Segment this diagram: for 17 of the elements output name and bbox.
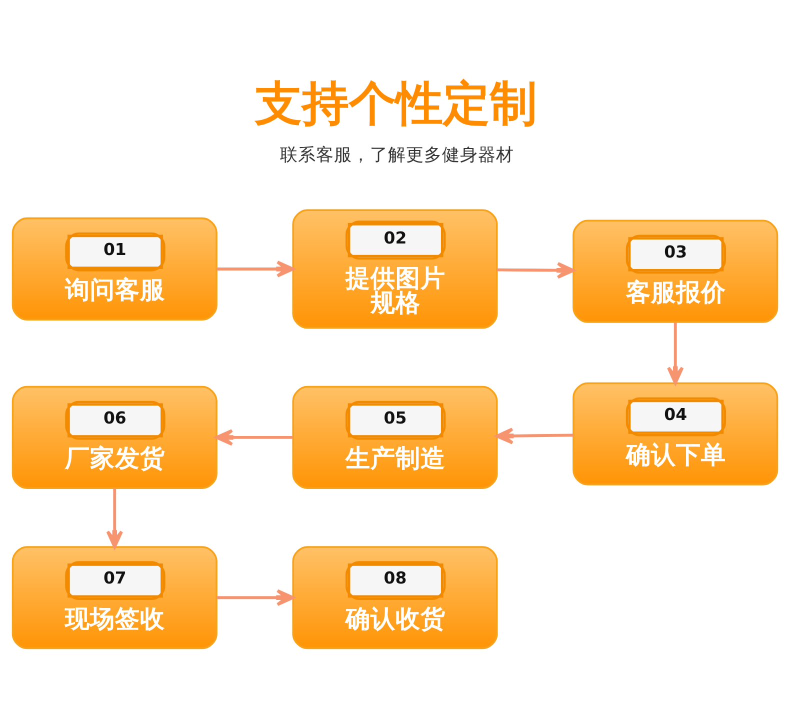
arrow (215, 428, 293, 446)
arrow (216, 260, 294, 277)
caption: 联系客服，了解更多健身器材 (280, 145, 514, 166)
node-box: 07 现场签收 (12, 546, 218, 649)
arrow (496, 261, 575, 278)
arrow (106, 488, 123, 548)
node-box: 04 确认下单 (572, 382, 778, 485)
node-box: 08 确认收货 (292, 546, 498, 649)
diagram-title: 支持个性定制 (254, 76, 537, 131)
node-box: 06 厂家发货 (12, 385, 218, 488)
arrow (216, 588, 294, 606)
node-box: 03 客服报价 (572, 219, 778, 322)
arrow (495, 427, 574, 444)
node-box: 01 询问客服 (12, 216, 218, 320)
node-box: 02 提供图片规格 (292, 208, 498, 328)
node-box: 05 生产制造 (292, 385, 498, 488)
arrow (667, 322, 684, 384)
